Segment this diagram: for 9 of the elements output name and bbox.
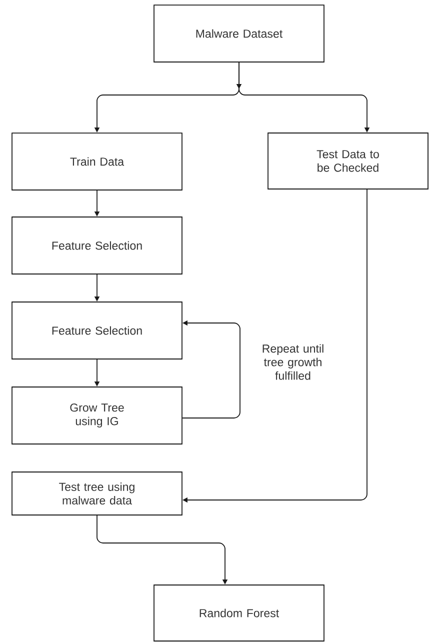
process-box: Test Data to be Checked [268, 132, 428, 190]
process-box: Random Forest [154, 584, 324, 642]
process-box: Test tree using malware data [12, 472, 182, 516]
process-box: Feature Selection [12, 216, 182, 274]
edge-label: Repeat until tree growth fulfilled [262, 344, 324, 380]
process-box: Malware Dataset [154, 4, 324, 62]
process-box: Grow Tree using IG [12, 386, 182, 444]
process-box: Feature Selection [12, 302, 182, 360]
process-box: Train Data [12, 132, 182, 190]
